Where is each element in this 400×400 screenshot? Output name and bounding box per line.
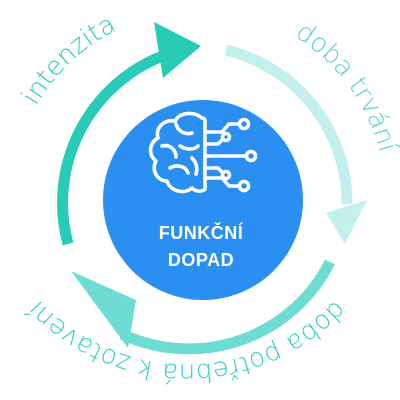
- arrowhead-duration: [326, 200, 367, 244]
- brain-circuit-icon: [148, 111, 258, 194]
- center-title-line1: FUNKČNÍ: [159, 222, 244, 243]
- arrowhead-recovery: [71, 271, 136, 348]
- cycle-arrow-intensity: [57, 22, 201, 246]
- arrowhead-intensity: [154, 22, 201, 78]
- label-duration: doba trvání: [290, 17, 400, 156]
- center-title-line2: DOPAD: [168, 250, 234, 270]
- cycle-arrow-duration: [224, 44, 367, 244]
- cycle-arrow-recovery: [71, 259, 335, 355]
- center-circle: [103, 100, 303, 300]
